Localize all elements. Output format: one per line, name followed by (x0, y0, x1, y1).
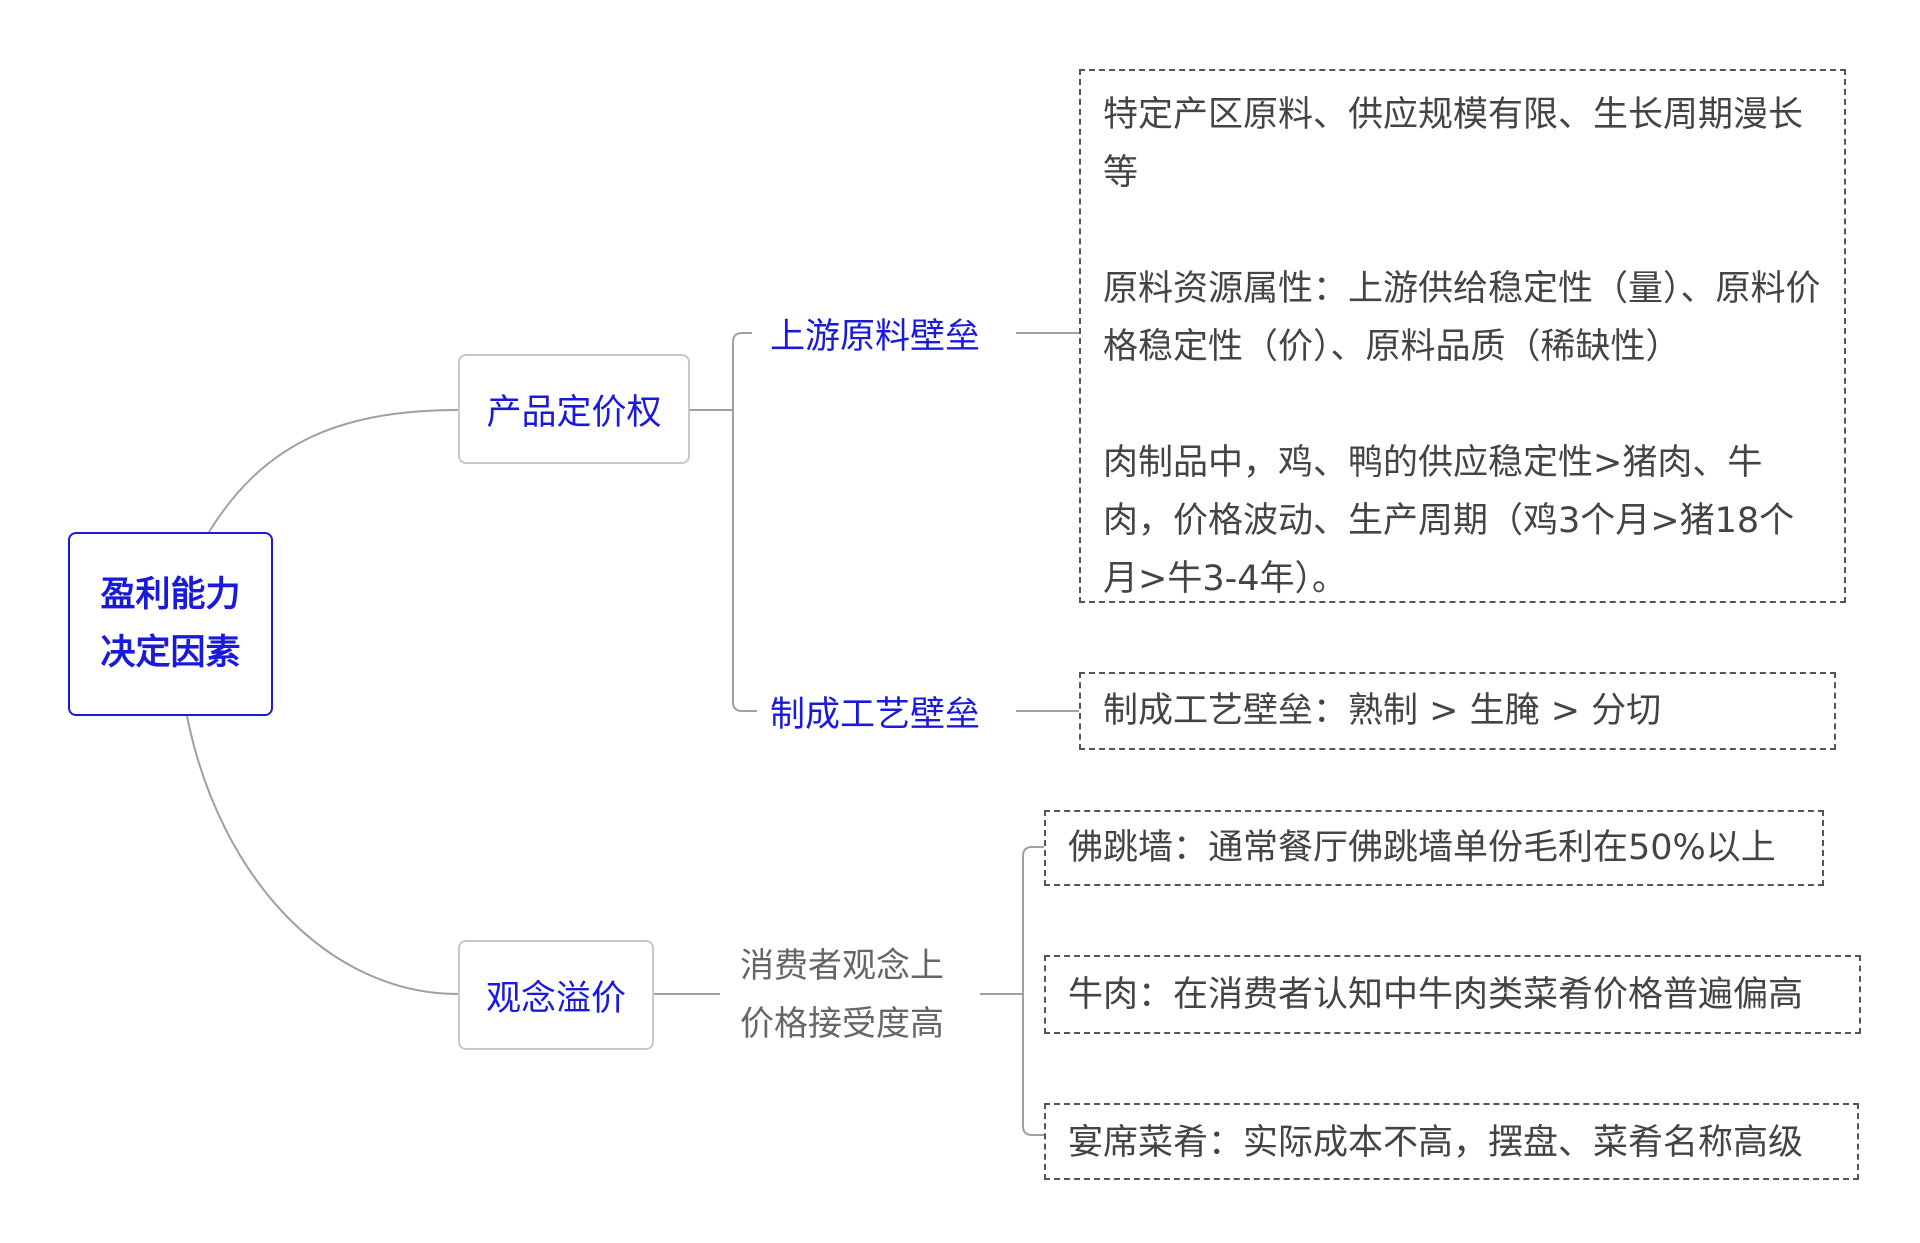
node-consumer-perception-line2: 价格接受度高 (740, 1004, 944, 1044)
node-consumer-perception-line1: 消费者观念上 (740, 946, 944, 986)
root-label-line1: 盈利能力 (100, 575, 241, 615)
note-banquet-dishes[interactable]: 宴席菜肴：实际成本不高，摆盘、菜肴名称高级 (1044, 1103, 1859, 1180)
note-fotiaoqiang[interactable]: 佛跳墙：通常餐厅佛跳墙单份毛利在50%以上 (1044, 810, 1824, 886)
note-craft-barrier[interactable]: 制成工艺壁垒：熟制 > 生腌 > 分切 (1079, 672, 1836, 750)
connector-root-pricing (208, 409, 459, 533)
note-text: 宴席菜肴：实际成本不高，摆盘、菜肴名称高级 (1068, 1123, 1804, 1163)
note-text: 原料资源属性：上游供给稳定性（量）、原料价格稳定性（价）、原料品质（稀缺性） (1103, 269, 1821, 367)
note-text: 佛跳墙：通常餐厅佛跳墙单份毛利在50%以上 (1068, 828, 1776, 868)
note-beef[interactable]: 牛肉：在消费者认知中牛肉类菜肴价格普遍偏高 (1044, 955, 1861, 1034)
note-text: 特定产区原料、供应规模有限、生长周期漫长等 (1103, 95, 1804, 193)
node-craft-barrier-label: 制成工艺壁垒 (770, 694, 981, 735)
connector-pricing-bracket (690, 332, 757, 712)
node-pricing-power-label: 产品定价权 (486, 392, 662, 433)
node-perception-premium-label: 观念溢价 (485, 978, 626, 1019)
node-craft-barrier[interactable]: 制成工艺壁垒 (770, 686, 980, 736)
node-perception-premium[interactable]: 观念溢价 (458, 940, 654, 1050)
connector-root-premium (186, 715, 459, 995)
node-upstream-barrier[interactable]: 上游原料壁垒 (770, 308, 980, 358)
connector-perception-bracket (980, 846, 1044, 1136)
node-upstream-barrier-label: 上游原料壁垒 (770, 316, 981, 357)
note-text: 牛肉：在消费者认知中牛肉类菜肴价格普遍偏高 (1068, 975, 1804, 1015)
note-text: 制成工艺壁垒：熟制 > 生腌 > 分切 (1103, 691, 1662, 731)
root-node[interactable]: 盈利能力 决定因素 (68, 532, 273, 716)
note-upstream-barrier[interactable]: 特定产区原料、供应规模有限、生长周期漫长等 原料资源属性：上游供给稳定性（量）、… (1079, 69, 1846, 603)
note-text: 肉制品中，鸡、鸭的供应稳定性>猪肉、牛肉，价格波动、生产周期（鸡3个月>猪18个… (1103, 443, 1795, 599)
node-pricing-power[interactable]: 产品定价权 (458, 354, 690, 464)
node-consumer-perception[interactable]: 消费者观念上 价格接受度高 (740, 937, 980, 1053)
root-label-line2: 决定因素 (100, 633, 241, 673)
